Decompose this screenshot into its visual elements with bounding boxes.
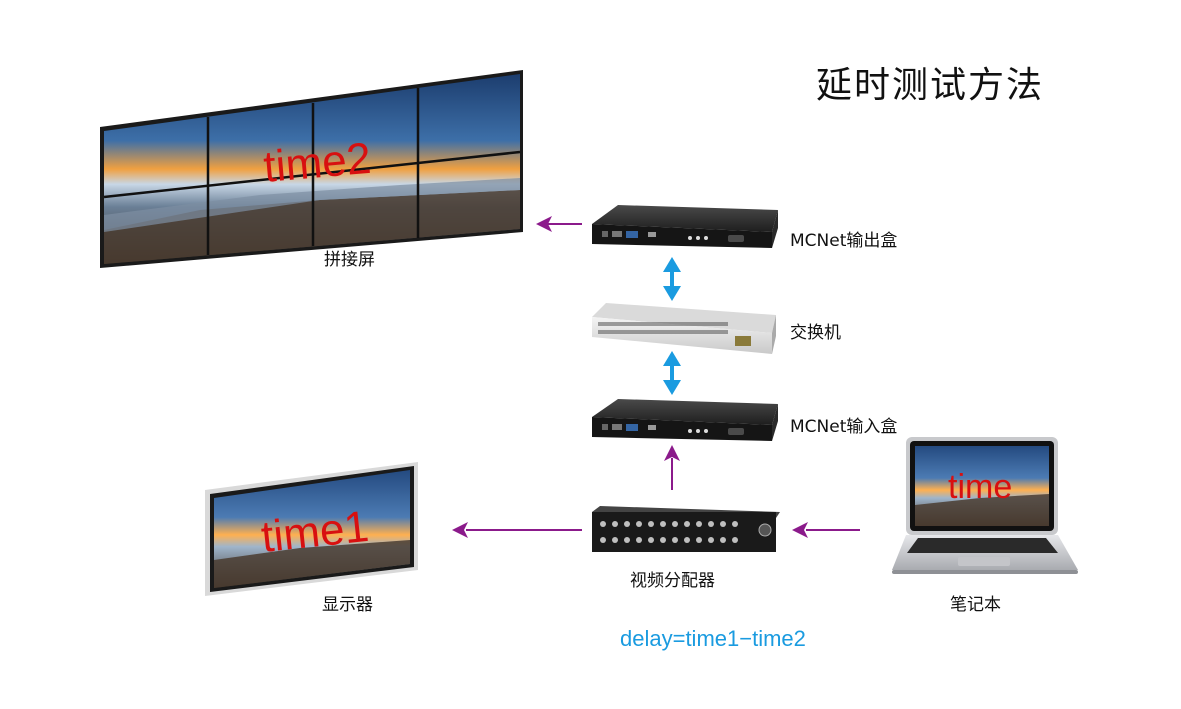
switch-label: 交换机 [790,323,841,343]
mcnet-input-box [592,399,778,441]
mcnet-output-box [592,205,778,248]
input-box-label: MCNet输入盒 [790,417,898,437]
video-wall: time2 [100,70,523,268]
arrow-output-switch-bidirectional [663,257,681,301]
network-switch [592,303,776,354]
video-wall-label: 拼接屏 [324,250,375,270]
laptop-overlay-text: time [948,468,1012,506]
arrow-output-to-wall [536,216,582,232]
monitor-label: 显示器 [322,595,373,615]
delay-formula: delay=time1−time2 [620,626,806,651]
arrow-laptop-to-splitter [792,522,860,538]
arrow-splitter-to-monitor [452,522,582,538]
video-splitter [592,506,780,552]
laptop-label: 笔记本 [950,595,1001,615]
monitor: time1 [205,462,418,596]
output-box-label: MCNet输出盒 [790,231,898,251]
video-wall-overlay-text: time2 [262,134,373,192]
monitor-overlay-text: time1 [259,502,371,562]
arrow-switch-input-bidirectional [663,351,681,395]
laptop: time [892,437,1078,574]
arrow-splitter-to-input [664,445,680,490]
diagram-title: 延时测试方法 [816,65,1045,106]
splitter-label: 视频分配器 [630,571,715,591]
